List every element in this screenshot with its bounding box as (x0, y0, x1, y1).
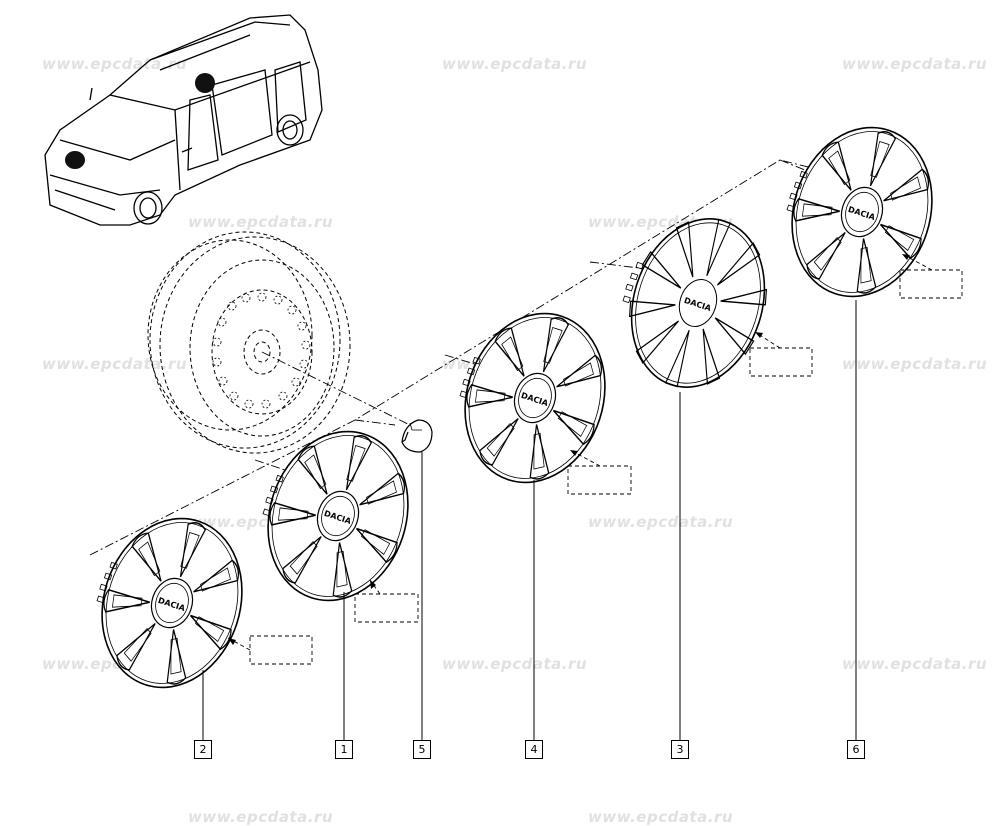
wheel-cover-3: DACIA (602, 199, 786, 405)
leader-lines (202, 300, 857, 740)
watermark: www.epcdata.ru (188, 213, 334, 231)
callout-4: 4 (525, 740, 543, 759)
watermark: www.epcdata.ru (842, 655, 988, 673)
callout-1: 1 (335, 740, 353, 759)
wheel-rim (147, 231, 351, 454)
arrowheads (228, 254, 910, 645)
vehicle-illustration (44, 14, 323, 226)
callout-6: 6 (847, 740, 865, 759)
wheel-cover-2: DACIA (76, 499, 263, 706)
watermark: www.epcdata.ru (842, 355, 988, 373)
center-cap-5 (401, 419, 433, 453)
callout-2: 2 (194, 740, 212, 759)
wheel-cover-1: DACIA (242, 412, 429, 619)
watermark: www.epcdata.ru (842, 55, 988, 73)
watermark: www.epcdata.ru (442, 655, 588, 673)
label-boxes (227, 253, 963, 665)
watermark: www.epcdata.ru (442, 55, 588, 73)
callout-5: 5 (413, 740, 431, 759)
wheel-cover-6: DACIA (766, 108, 953, 315)
wheel-cover-4: DACIA (439, 294, 626, 501)
callout-3: 3 (671, 740, 689, 759)
rim-vent-holes (212, 292, 311, 409)
watermark: www.epcdata.ru (588, 513, 734, 531)
